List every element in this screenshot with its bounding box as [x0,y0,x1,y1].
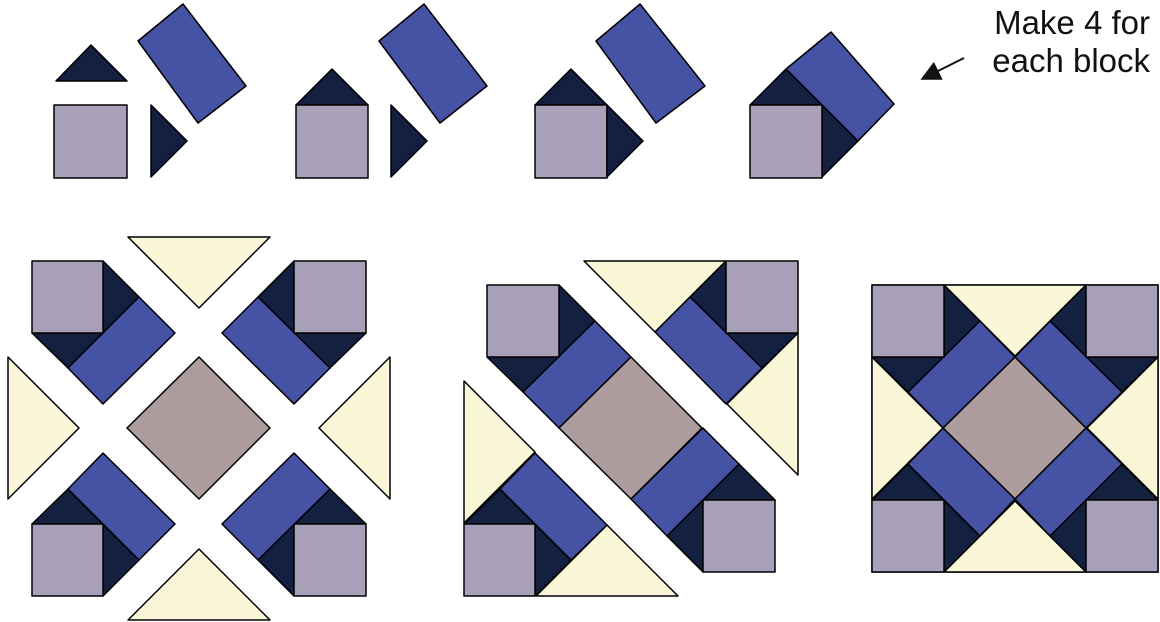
blue-rectangle [596,4,705,123]
lavender-square [1086,500,1158,572]
block-diagonal-rows [464,261,798,596]
step-1-pieces [54,4,246,178]
lavender-square [32,524,103,596]
cream-triangle-right [319,357,390,499]
lavender-square [872,500,944,572]
unit-bottom-left [32,453,175,596]
attached-navy-triangle-top [535,69,607,105]
lavender-square [703,500,775,572]
lavender-square [296,105,368,178]
step-4-unit-complete [750,32,894,178]
lavender-square [294,524,366,596]
attached-navy-triangle-side [607,105,643,177]
lavender-square [726,261,798,333]
unit-bottom-right [222,453,366,596]
cream-triangle-bottom [128,549,270,620]
attached-navy-triangle [296,69,368,105]
lavender-square [294,261,366,333]
center-diamond [127,357,270,499]
lavender-square [54,105,127,178]
loose-navy-triangle-top [56,45,127,81]
lavender-square [1086,285,1158,357]
lavender-square [872,285,944,357]
blue-rectangle [379,4,487,123]
lavender-square [750,105,822,178]
step-2-triangle-added [296,4,487,178]
cream-triangle-left [8,357,79,499]
lavender-square [464,524,535,596]
lavender-square [487,285,559,357]
block-finished [872,285,1158,572]
cream-triangle-top [128,237,270,308]
unit-top-left [32,261,175,404]
blue-rectangle [138,4,246,123]
loose-navy-triangle-side [391,105,427,177]
lavender-square [32,261,103,333]
loose-navy-triangle-side [151,105,187,177]
block-exploded-layout [8,237,390,620]
step-3-second-triangle-added [535,4,705,178]
pointer-arrow [924,58,964,78]
lavender-square [535,105,607,178]
unit-top-right [222,261,366,404]
